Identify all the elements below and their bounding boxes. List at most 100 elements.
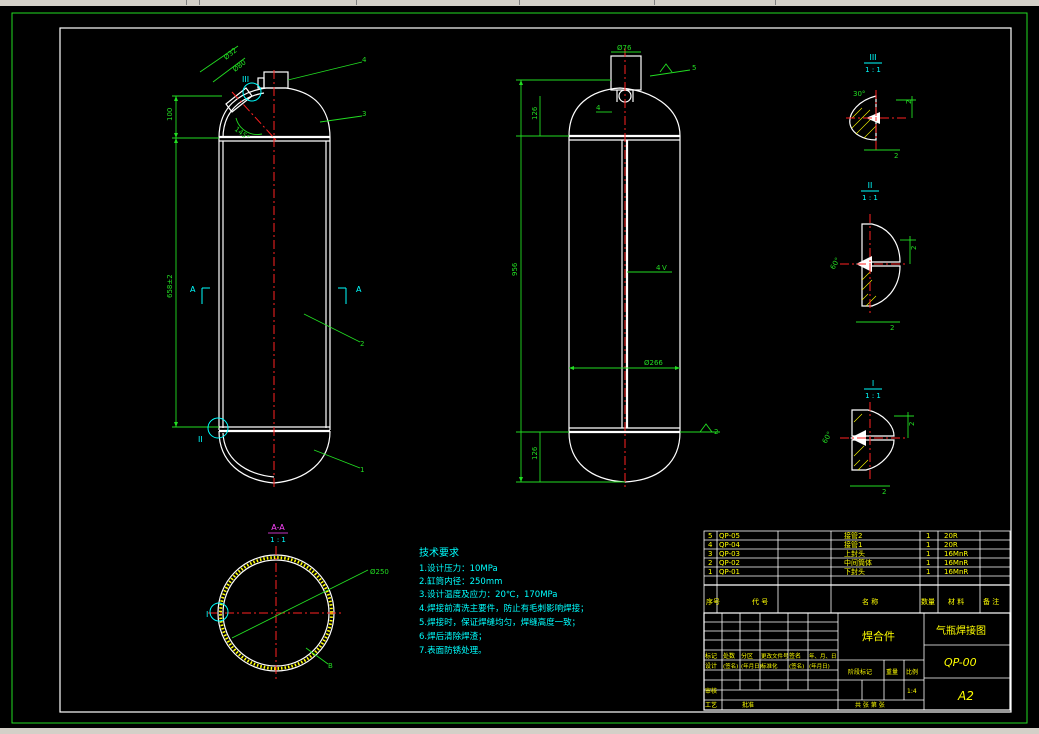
weld-leader [649, 69, 691, 77]
detail-dim: 2 [882, 488, 886, 496]
angle-arc [235, 117, 263, 135]
dim-arrow [519, 80, 523, 85]
leader-line [319, 115, 363, 123]
leader-line [303, 313, 361, 343]
detail-circle-ii [207, 417, 229, 439]
bom-no: 3 [708, 550, 712, 558]
bom-header-code: 代 号 [752, 597, 768, 606]
title-block-text: 标记 处数 分区 更改文件号 签名 年、月、日 设计 (签名) (年月日) 标准… [705, 624, 986, 709]
table-row: 2 QP-02 中间筒体 1 16MnR [708, 558, 968, 567]
weld-size: 4 [656, 264, 661, 272]
bom-code: QP-02 [719, 559, 740, 567]
tb-label: 签名 [789, 652, 801, 660]
section-label-left: A [190, 285, 196, 294]
detail-mark-iii: III [242, 75, 249, 84]
bom-material: 16MnR [944, 550, 968, 558]
detail-lower [861, 265, 901, 307]
bom-name: 接管2 [844, 531, 862, 540]
tb-approve: 批准 [742, 701, 754, 709]
tb-label: (签名) [789, 662, 804, 670]
bom-qty: 1 [926, 541, 930, 549]
tb-label: 设计 [705, 662, 717, 670]
dim-body-height: 658±2 [166, 274, 174, 298]
dim-line-diameter [231, 569, 369, 639]
dim-arrow [569, 366, 574, 370]
tb-weight: 重量 [886, 668, 898, 676]
table-row: 1 QP-01 下封头 1 16MnR [708, 567, 968, 576]
toolbar-segment[interactable] [655, 0, 776, 5]
dim-arrow [519, 477, 523, 482]
weld-symbol [659, 63, 673, 73]
detail-hatch [853, 413, 869, 471]
toolbar-segment[interactable] [520, 0, 655, 5]
detail-dim: 2 [905, 100, 913, 104]
detail-dim: 2 [908, 422, 916, 426]
toolbar-segment[interactable] [187, 0, 200, 5]
detail-ii: II 1 : 1 60° 2 2 [829, 181, 918, 332]
tech-item: 2.缸筒内径：250mm [419, 576, 502, 587]
tb-check: 审核 [705, 687, 717, 695]
tb-label: (年月日) [809, 662, 830, 670]
tb-label: 标准化 [761, 662, 778, 670]
toolbar-segment[interactable] [357, 0, 520, 5]
weld-size: 2 [714, 428, 718, 436]
section-label-right: A [356, 285, 362, 294]
inclined-nozzle [225, 87, 253, 113]
weld-type: V [662, 264, 667, 272]
dim-nozzle-boss: Ø80 [231, 58, 247, 73]
bom-code: QP-05 [719, 532, 740, 540]
tb-label: 标记 [705, 652, 717, 660]
dim-arrow [174, 133, 178, 138]
section-scale: 1 : 1 [270, 536, 286, 544]
detail-title: I [872, 379, 874, 388]
main-view: 100 658±2 Ø32 Ø80 145° 4 3 2 1 III II A … [166, 45, 367, 490]
bom-no: 5 [708, 532, 712, 540]
inner-frame [59, 27, 1012, 713]
weld-symbol [699, 423, 713, 433]
dim-angle: 145° [233, 125, 251, 142]
dim-arrow [174, 96, 178, 101]
tb-label: 更改文件号 [761, 652, 789, 660]
bom-name: 接管1 [844, 540, 862, 549]
toolbar-strip [0, 0, 1039, 6]
bom-header-no: 序号 [706, 597, 720, 606]
bom-header-note: 备 注 [983, 597, 999, 606]
upper-head-outline [568, 87, 681, 137]
top-nozzle [610, 55, 642, 91]
tb-stage: 阶段标记 [848, 668, 872, 676]
tech-item: 5.焊接时，保证焊缝均匀，焊缝高度一致； [419, 617, 580, 628]
toolbar-segment[interactable] [200, 0, 357, 5]
bom-header-name: 名 称 [862, 597, 878, 606]
detail-circle-iii [242, 82, 262, 102]
centerline-nozzle [231, 91, 277, 141]
bom-rows: 5 QP-05 接管2 1 20R 4 QP-04 接管1 1 20R 3 QP… [706, 531, 999, 606]
detail-angle: 60° [829, 256, 842, 271]
bom-header-qty: 数量 [921, 597, 935, 606]
bom-header-material: 材 料 [948, 597, 964, 606]
bom-name: 上封头 [844, 549, 865, 558]
bom-material: 16MnR [944, 568, 968, 576]
tech-item: 1.设计压力：10MPa [419, 563, 498, 574]
detail-scale: 1 : 1 [862, 194, 878, 202]
bom-material: 20R [944, 532, 958, 540]
table-row: 3 QP-03 上封头 1 16MnR [708, 549, 968, 558]
section-a-a: A-A 1 : 1 Ø250 I B [206, 523, 389, 680]
toolbar-segment[interactable] [0, 0, 187, 5]
balloon-3: 3 [362, 110, 366, 118]
dim-nozzle-diameter: Ø76 [617, 44, 632, 52]
table-row: 5 QP-05 接管2 1 20R [708, 531, 958, 540]
dim-arrow [675, 366, 680, 370]
bom-code: QP-01 [719, 568, 740, 576]
balloon-1: 1 [360, 466, 364, 474]
tb-process: 工艺 [705, 701, 717, 709]
drawing-number: QP-00 [944, 656, 977, 669]
tb-label: (签名) [723, 662, 738, 670]
detail-upper [861, 223, 901, 263]
status-strip [0, 728, 1039, 734]
tb-label: 分区 [741, 652, 753, 660]
title-frame [703, 612, 1011, 711]
detail-title: III [869, 53, 876, 62]
detail-hatch [861, 269, 877, 307]
sheet-size: A2 [957, 689, 974, 703]
